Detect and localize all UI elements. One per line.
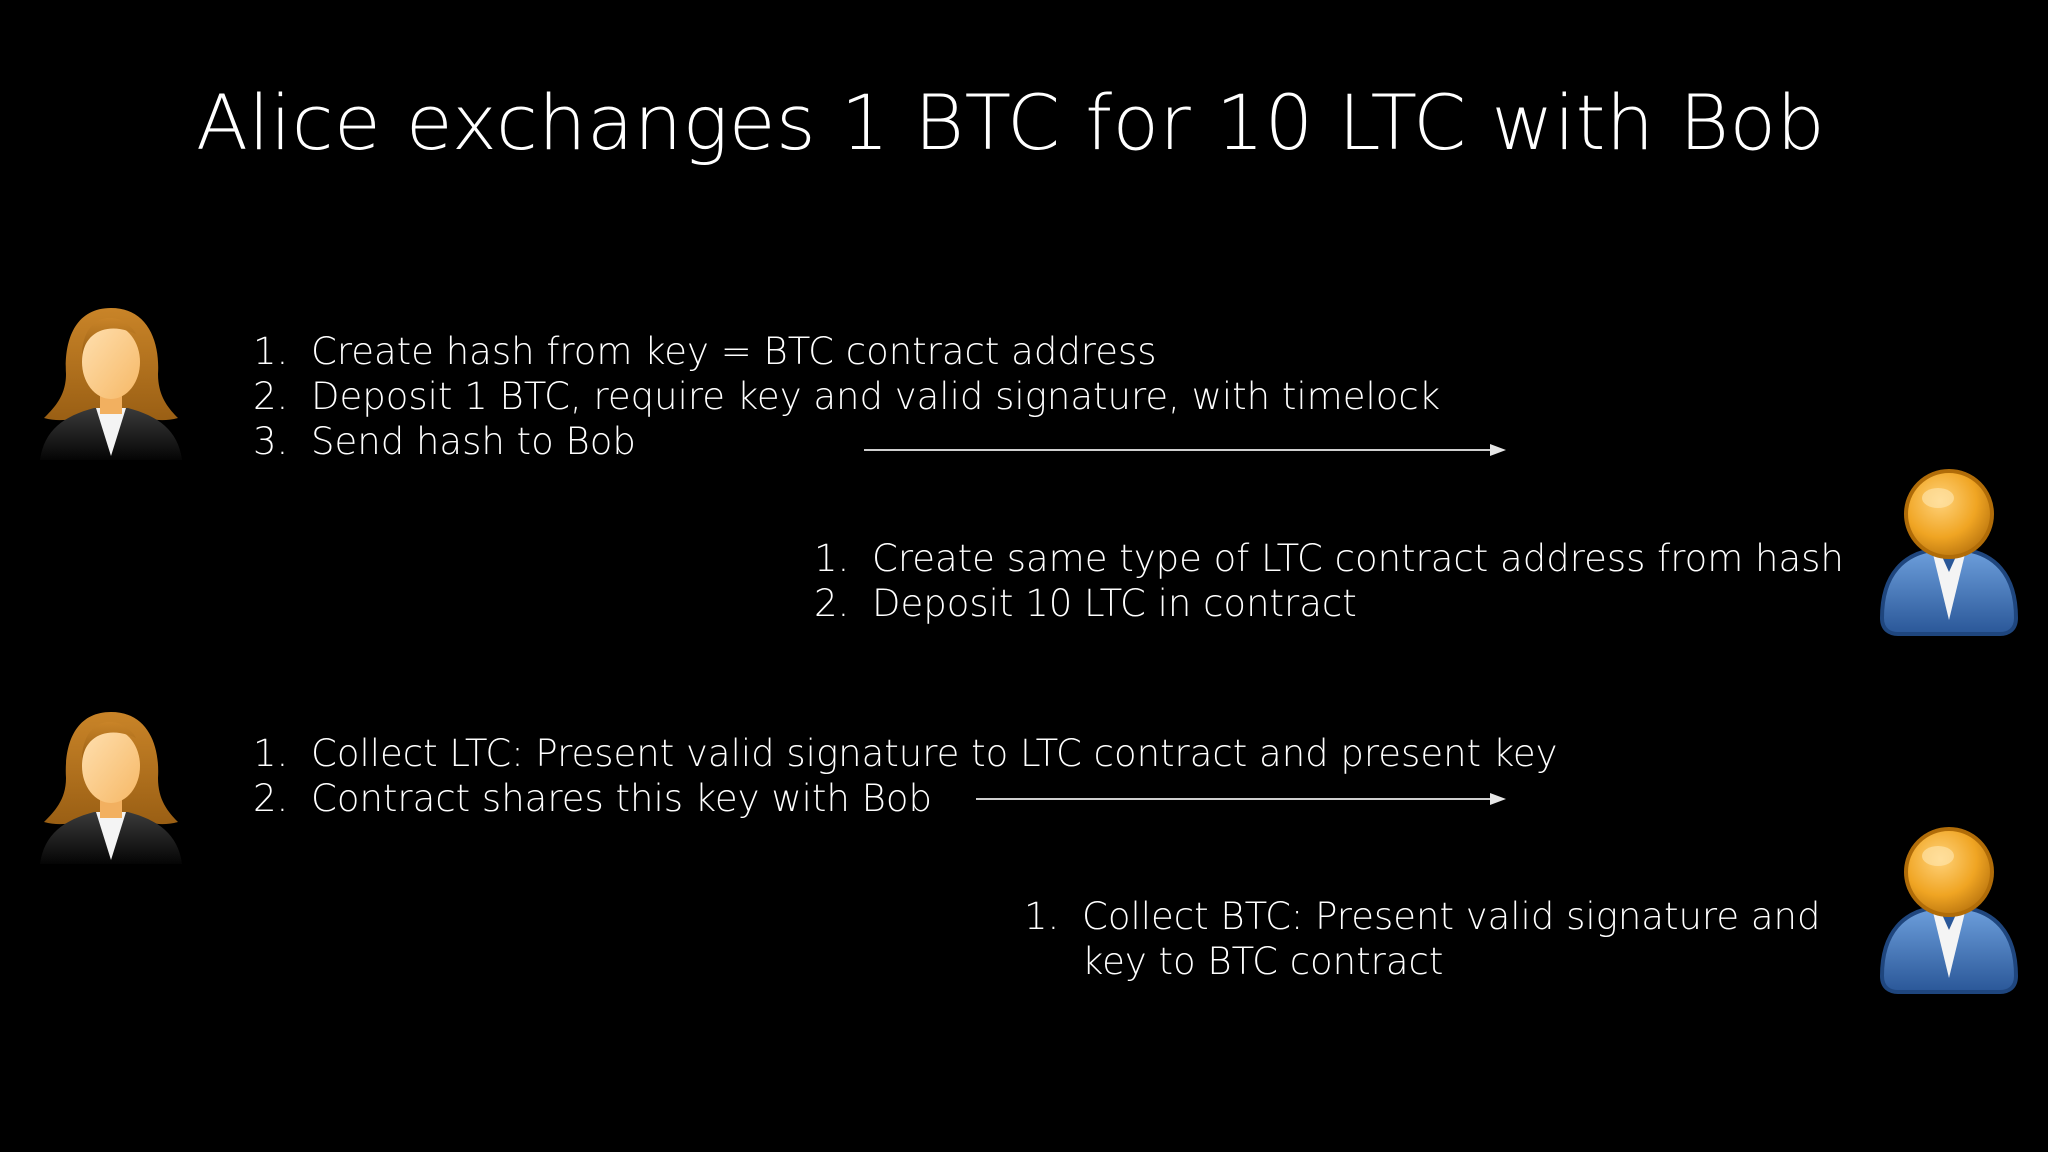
step-number: 1. (814, 537, 850, 580)
step-text: Collect BTC: Present valid signature and (1082, 895, 1821, 938)
man-avatar-icon (1879, 827, 2019, 994)
step-text: Send hash to Bob (311, 420, 636, 463)
step-text: Deposit 1 BTC, require key and valid sig… (311, 375, 1441, 418)
step-text: Deposit 10 LTC in contract (872, 582, 1357, 625)
list-item: 3. Send hash to Bob (253, 420, 1440, 465)
step-number: 1. (253, 732, 289, 775)
man-avatar-icon (1879, 469, 2019, 636)
step-number: 2. (253, 375, 289, 418)
step-number: 2. (253, 777, 289, 820)
step-number: 1. (253, 330, 289, 373)
step-text: Collect LTC: Present valid signature to … (311, 732, 1558, 775)
woman-avatar-icon (40, 308, 182, 460)
bob-step-1-list: 1. Create same type of LTC contract addr… (814, 537, 1844, 627)
step-text: Create hash from key = BTC contract addr… (311, 330, 1157, 373)
step-number: 3. (253, 420, 289, 463)
share-key-arrow (976, 793, 1506, 805)
alice-step-1-list: 1. Create hash from key = BTC contract a… (253, 330, 1440, 465)
woman-avatar-icon (40, 712, 182, 864)
list-item: 1. Create hash from key = BTC contract a… (253, 330, 1440, 375)
list-item: 2. Contract shares this key with Bob (253, 777, 1558, 822)
step-number: 2. (814, 582, 850, 625)
list-item: 1. Collect BTC: Present valid signature … (1024, 895, 1820, 940)
step-text: Create same type of LTC contract address… (872, 537, 1844, 580)
alice-step-2-list: 1. Collect LTC: Present valid signature … (253, 732, 1558, 822)
bob-step-2-list: 1. Collect BTC: Present valid signature … (1024, 895, 1820, 985)
send-hash-arrow (864, 444, 1506, 456)
step-text: Contract shares this key with Bob (311, 777, 932, 820)
list-item: 1. Collect LTC: Present valid signature … (253, 732, 1558, 777)
list-item: 1. Create same type of LTC contract addr… (814, 537, 1844, 582)
slide-title: Alice exchanges 1 BTC for 10 LTC with Bo… (196, 78, 1826, 167)
list-item: key to BTC contract (1024, 940, 1820, 985)
list-item: 2. Deposit 10 LTC in contract (814, 582, 1844, 627)
list-item: 2. Deposit 1 BTC, require key and valid … (253, 375, 1440, 420)
step-number: 1. (1024, 895, 1060, 938)
step-text: key to BTC contract (1082, 940, 1444, 983)
